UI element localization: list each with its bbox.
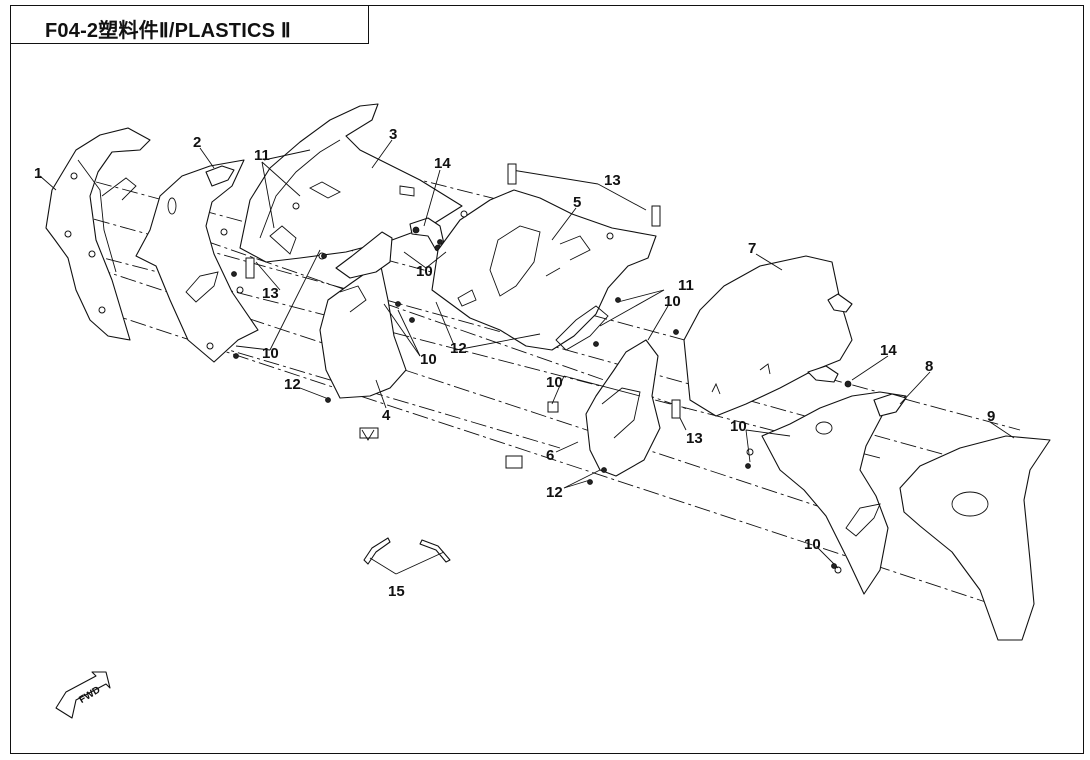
callout-11: 11 <box>678 277 694 294</box>
callout-12: 12 <box>546 484 563 501</box>
part-14-bracket-right <box>807 365 852 388</box>
leader-lines <box>39 139 1015 575</box>
part-9-rear-panel <box>899 435 1051 641</box>
callout-13: 13 <box>262 285 279 302</box>
callout-11: 11 <box>254 147 270 164</box>
part-1-front-panel <box>45 127 151 341</box>
callout-10: 10 <box>804 536 821 553</box>
part-14-bracket-left <box>409 217 445 252</box>
callout-12: 12 <box>450 340 467 357</box>
callout-8: 8 <box>925 358 933 375</box>
callout-13: 13 <box>686 430 703 447</box>
callout-4: 4 <box>382 407 391 424</box>
callout-5: 5 <box>573 194 581 211</box>
callout-1: 1 <box>34 165 42 182</box>
callout-13: 13 <box>604 172 621 189</box>
callout-3: 3 <box>389 126 397 143</box>
part-8-side-cover <box>746 391 907 595</box>
title-block: F04-2塑料件Ⅱ/PLASTICS Ⅱ <box>10 5 369 44</box>
part-6-inner-panel <box>505 339 661 477</box>
diagram-title: F04-2塑料件Ⅱ/PLASTICS Ⅱ <box>45 20 291 42</box>
callout-10: 10 <box>420 351 437 368</box>
callout-12: 12 <box>284 376 301 393</box>
callout-10: 10 <box>730 418 747 435</box>
fasteners <box>231 163 837 569</box>
callout-7: 7 <box>748 240 756 257</box>
callout-10: 10 <box>546 374 563 391</box>
part-5-center-panel <box>431 189 657 351</box>
drawing-frame <box>10 5 1084 754</box>
callout-2: 2 <box>193 134 201 151</box>
callout-14: 14 <box>434 155 451 172</box>
part-2-side-cover <box>135 159 259 363</box>
callout-10: 10 <box>262 345 279 362</box>
callout-9: 9 <box>987 408 995 425</box>
part-15-trim-strips <box>363 537 451 565</box>
callout-15: 15 <box>388 583 405 600</box>
callout-labels: 1 2 3 4 5 6 7 8 9 10 10 10 10 10 10 10 1… <box>34 126 995 600</box>
callout-6: 6 <box>546 447 554 464</box>
callout-14: 14 <box>880 342 897 359</box>
part-7-side-fairing <box>683 255 853 417</box>
callout-10: 10 <box>664 293 681 310</box>
part-4-inner-panel <box>319 231 407 441</box>
fwd-arrow: FWD <box>55 671 111 719</box>
callout-10: 10 <box>416 263 433 280</box>
